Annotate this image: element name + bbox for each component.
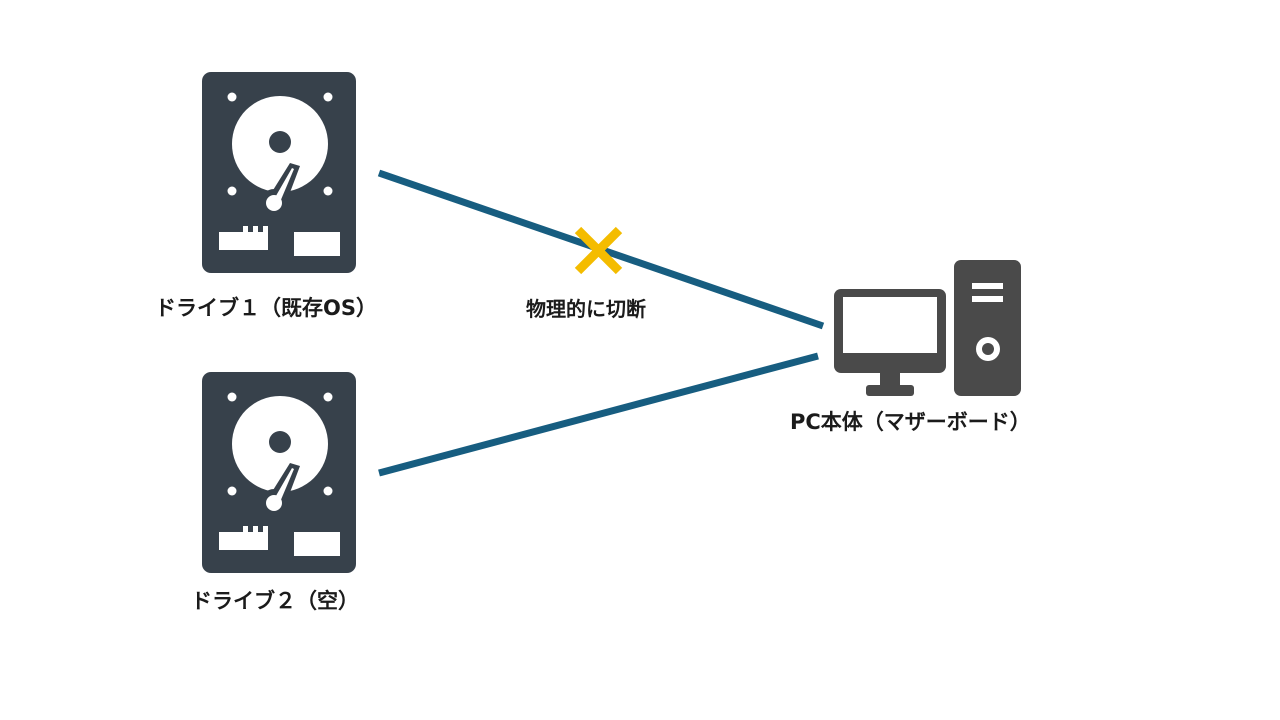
disconnect-label: 物理的に切断 — [526, 297, 646, 321]
drive1-label: ドライブ１（既存OS） — [155, 296, 377, 320]
hard-drive-icon — [202, 372, 356, 573]
drive2-label: ドライブ２（空） — [191, 589, 359, 613]
pc-label: PC本体（マザーボード） — [790, 410, 1031, 434]
connection-line-drive2 — [378, 352, 819, 477]
hard-drive-icon — [202, 72, 356, 273]
desktop-pc-icon — [834, 260, 1021, 396]
disconnect-cross-icon — [574, 226, 623, 275]
